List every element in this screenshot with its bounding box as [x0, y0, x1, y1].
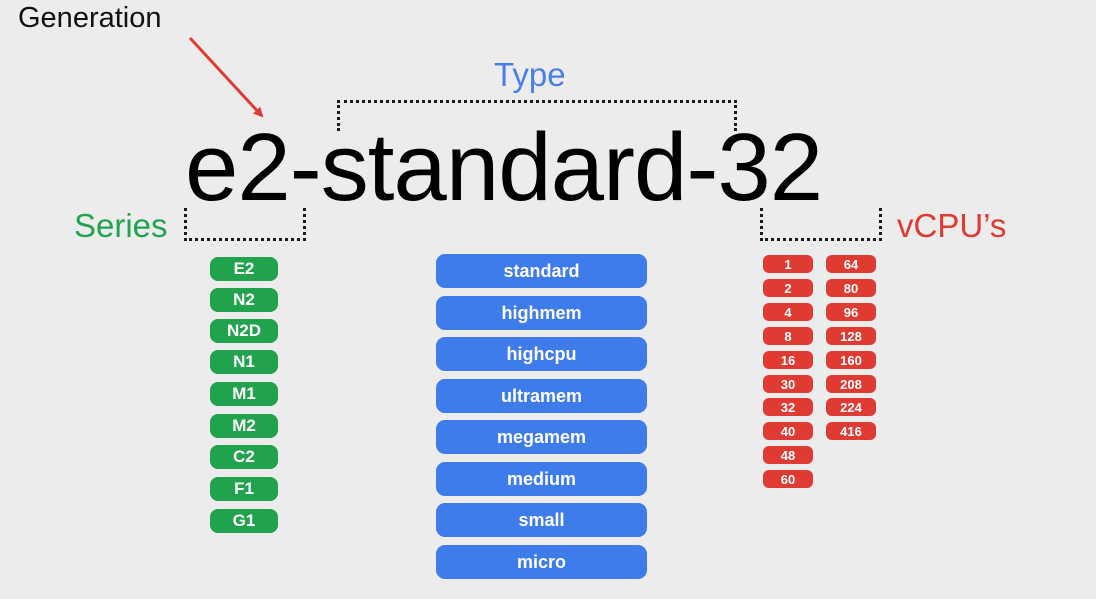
vcpu-pill: 2 [763, 279, 813, 297]
vcpu-bracket [760, 208, 882, 241]
vcpu-pill: 40 [763, 422, 813, 440]
vcpu-pill: 32 [763, 398, 813, 416]
series-pill: C2 [210, 445, 278, 469]
vcpu-pill: 160 [826, 351, 876, 369]
series-label: Series [74, 207, 168, 244]
machine-type-name: e2-standard-32 [185, 114, 823, 221]
series-pill: G1 [210, 509, 278, 533]
type-label: Type [494, 56, 566, 93]
vcpu-pill: 48 [763, 446, 813, 464]
type-pill: medium [436, 462, 647, 496]
series-pill: N2D [210, 319, 278, 343]
vcpu-pill: 208 [826, 375, 876, 393]
vcpu-pill: 60 [763, 470, 813, 488]
type-pill: megamem [436, 420, 647, 454]
type-pill: standard [436, 254, 647, 288]
type-pill: highmem [436, 296, 647, 330]
vcpu-pill: 224 [826, 398, 876, 416]
series-pill: F1 [210, 477, 278, 501]
vcpu-pill: 16 [763, 351, 813, 369]
series-pill: N2 [210, 288, 278, 312]
vcpu-pill: 96 [826, 303, 876, 321]
series-pill: M1 [210, 382, 278, 406]
vcpu-pill: 128 [826, 327, 876, 345]
series-pill: E2 [210, 257, 278, 281]
type-pill: ultramem [436, 379, 647, 413]
series-pill: N1 [210, 350, 278, 374]
vcpu-pill: 416 [826, 422, 876, 440]
type-pill: micro [436, 545, 647, 579]
vcpu-pill: 8 [763, 327, 813, 345]
vcpu-pill: 30 [763, 375, 813, 393]
generation-label: Generation [18, 2, 162, 34]
vcpu-label: vCPU’s [897, 207, 1007, 244]
type-bracket [337, 100, 737, 131]
series-pill: M2 [210, 414, 278, 438]
type-pill: small [436, 503, 647, 537]
vcpu-pill: 64 [826, 255, 876, 273]
vcpu-pill: 1 [763, 255, 813, 273]
vcpu-pill: 4 [763, 303, 813, 321]
generation-arrow [188, 36, 264, 118]
series-bracket [184, 208, 306, 241]
type-pill: highcpu [436, 337, 647, 371]
vcpu-pill: 80 [826, 279, 876, 297]
